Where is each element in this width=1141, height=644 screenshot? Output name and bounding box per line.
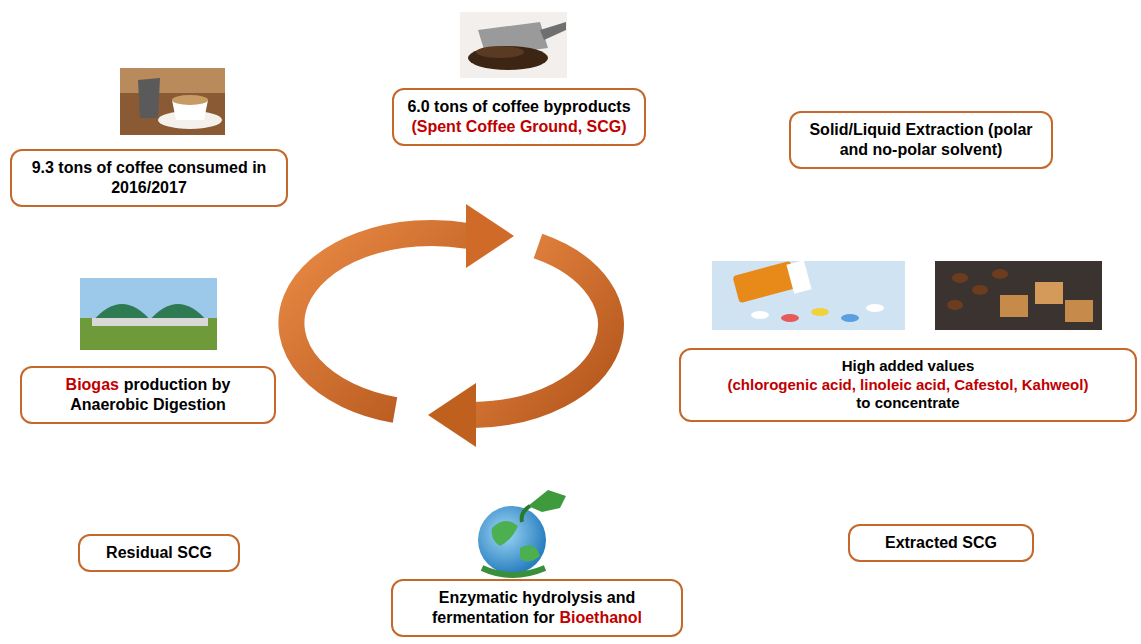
biogas-photo bbox=[80, 278, 217, 350]
box-text: Residual SCG bbox=[88, 543, 230, 563]
caramel bbox=[1000, 295, 1028, 317]
pills-photo bbox=[712, 261, 905, 330]
portafilter-photo bbox=[460, 12, 567, 78]
pill bbox=[751, 311, 769, 319]
arrow-head bbox=[428, 383, 476, 447]
coffee-photo-bg bbox=[120, 68, 225, 93]
cycle-arrow bbox=[291, 233, 468, 410]
box-text: (chlorogenic acid, linoleic acid, Cafest… bbox=[689, 376, 1127, 395]
process-box: Solid/Liquid Extraction (polar and no-po… bbox=[789, 111, 1053, 169]
pill bbox=[781, 314, 799, 322]
coffee-surface bbox=[172, 95, 208, 105]
arrow-head bbox=[466, 204, 514, 268]
pill bbox=[841, 314, 859, 322]
coffee-bean bbox=[947, 300, 963, 310]
coffee-photo bbox=[120, 68, 225, 135]
coffee-bean bbox=[972, 285, 988, 295]
process-box: High added values(chlorogenic acid, lino… bbox=[679, 348, 1137, 422]
nozzle-spout bbox=[522, 506, 530, 522]
box-text: (Spent Coffee Ground, SCG) bbox=[402, 117, 636, 137]
box-text: Solid/Liquid Extraction (polar and no-po… bbox=[799, 120, 1043, 160]
coffee-grounds bbox=[468, 46, 548, 70]
continent bbox=[492, 521, 518, 546]
portafilter-handle bbox=[540, 22, 566, 40]
cycle-arrow bbox=[474, 246, 611, 415]
bottle-cap bbox=[786, 260, 811, 294]
digester-base bbox=[92, 318, 208, 326]
box-text: Extracted SCG bbox=[858, 533, 1024, 553]
moka-pot bbox=[138, 78, 160, 118]
field bbox=[80, 318, 217, 350]
box-text: Biogas bbox=[66, 376, 119, 393]
coffee-grounds bbox=[476, 46, 524, 58]
pill bbox=[866, 304, 884, 312]
box-text: 6.0 tons of coffee byproducts bbox=[402, 97, 636, 117]
coffee-bean bbox=[992, 269, 1008, 279]
box-text: High added values bbox=[689, 357, 1127, 376]
pill bbox=[811, 308, 829, 316]
process-box: Biogasproduction by Anaerobic Digestion bbox=[20, 366, 276, 424]
box-text: Bioethanol bbox=[559, 609, 642, 626]
caramel bbox=[1065, 300, 1093, 322]
box-text: to concentrate bbox=[689, 394, 1127, 413]
beans-photo bbox=[935, 261, 1102, 330]
process-box: 9.3 tons of coffee consumed in 2016/2017 bbox=[10, 149, 288, 207]
process-box: Enzymatic hydrolysis and fermentation fo… bbox=[391, 579, 683, 637]
globe bbox=[478, 506, 546, 574]
continent bbox=[520, 545, 540, 561]
coffee-bean bbox=[952, 273, 968, 283]
caramel bbox=[1035, 282, 1063, 304]
process-box: Residual SCG bbox=[78, 534, 240, 572]
leaf-base bbox=[482, 568, 545, 575]
process-box: Extracted SCG bbox=[848, 524, 1034, 562]
box-text: 9.3 tons of coffee consumed in 2016/2017 bbox=[20, 158, 278, 198]
fuel-nozzle bbox=[528, 490, 566, 512]
process-box: 6.0 tons of coffee byproducts(Spent Coff… bbox=[392, 88, 646, 146]
